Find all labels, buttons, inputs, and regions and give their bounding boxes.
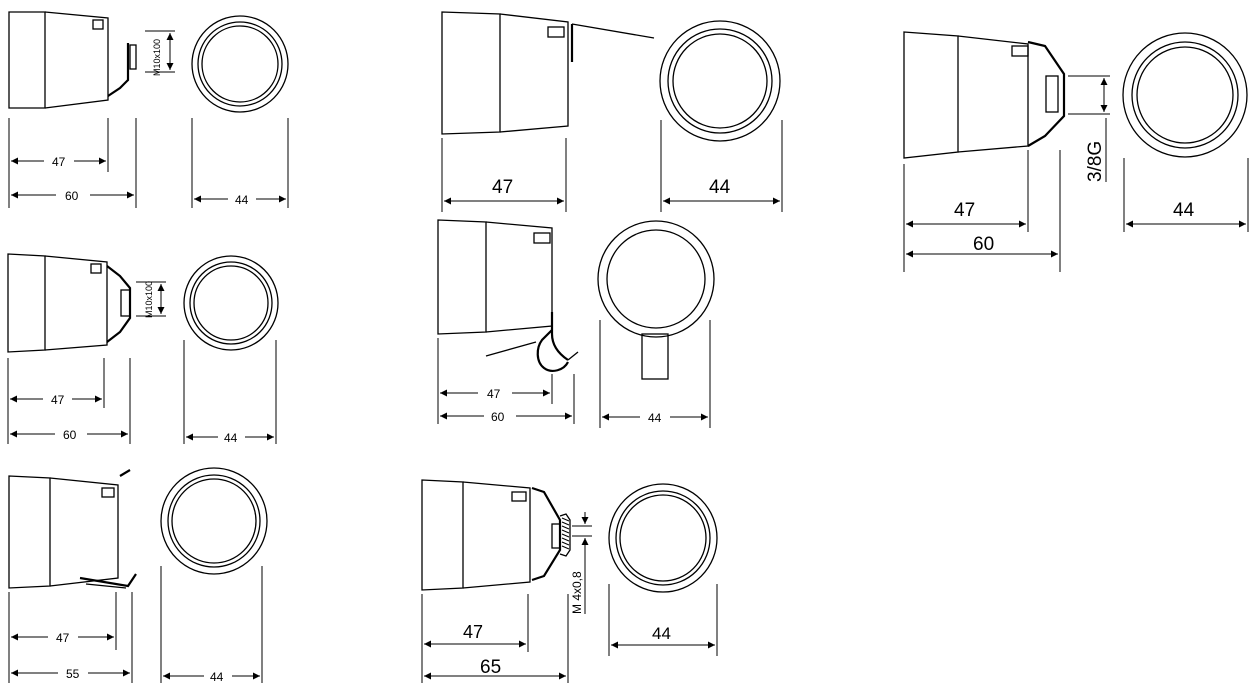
front-view-circle	[597, 220, 715, 380]
lamp-side-view	[441, 11, 655, 135]
dim-label-44: 44	[235, 193, 249, 207]
thread-label: M10x100	[144, 281, 154, 318]
lamp-side-view	[421, 479, 571, 591]
dim-label-47: 47	[954, 200, 975, 221]
thread-dimension: M10x100	[145, 30, 175, 76]
thread-dimension: 3/8G	[1068, 75, 1110, 182]
dim-label-44: 44	[709, 177, 731, 198]
drawing-5: 47 60 44	[437, 219, 715, 428]
dim-label-60: 60	[973, 234, 994, 255]
dimension-lines	[7, 340, 277, 444]
lamp-side-view	[8, 469, 137, 589]
drawing-3: 3/8G 47 60 44	[903, 31, 1249, 272]
front-view-circle	[183, 255, 279, 351]
drawing-6: 47 55 44	[8, 467, 268, 683]
drawing-7: M 4x0,8 47 65 44	[421, 479, 718, 683]
dimension-lines	[437, 320, 711, 428]
dim-label-44: 44	[652, 624, 671, 643]
dim-label-55: 55	[66, 667, 80, 681]
drawing-1: M10x100 47 60 44	[8, 11, 289, 208]
lamp-side-view	[903, 31, 1066, 159]
thread-label: M 4x0,8	[570, 571, 584, 614]
lamp-side-view	[7, 253, 132, 353]
dimension-lines	[903, 150, 1249, 272]
dim-label-44: 44	[210, 670, 224, 683]
dim-label-60: 60	[63, 428, 77, 442]
dim-label-60: 60	[491, 410, 505, 424]
dimension-lines	[8, 566, 263, 683]
thread-label: 3/8G	[1085, 141, 1106, 182]
dimension-lines	[421, 584, 718, 683]
front-view-circle	[608, 483, 718, 593]
drawing-2: 47 44	[441, 11, 783, 212]
thread-dimension: M10x100	[136, 281, 166, 318]
dim-label-47: 47	[487, 387, 501, 401]
lamp-side-view	[8, 11, 137, 109]
dimension-lines	[8, 118, 289, 208]
lamp-side-view	[437, 219, 579, 372]
front-view-circle	[160, 467, 268, 575]
dimension-lines	[441, 120, 783, 212]
dim-label-47: 47	[56, 631, 70, 645]
dim-label-47: 47	[51, 393, 65, 407]
dim-label-60: 60	[65, 189, 79, 203]
thread-dimension: M 4x0,8	[570, 512, 592, 614]
dim-label-44: 44	[1173, 200, 1195, 221]
thread-label: M10x100	[152, 39, 162, 76]
dim-label-44: 44	[224, 431, 238, 445]
dim-label-44: 44	[648, 411, 662, 425]
dim-label-47: 47	[492, 177, 513, 198]
dim-label-47: 47	[463, 622, 483, 642]
front-view-circle	[659, 20, 781, 142]
front-view-circle	[191, 15, 289, 113]
dim-label-65: 65	[480, 657, 501, 678]
dim-label-47: 47	[52, 155, 66, 169]
front-view-circle	[1122, 32, 1248, 158]
drawing-4: M10x100 47 60 44	[7, 253, 279, 445]
